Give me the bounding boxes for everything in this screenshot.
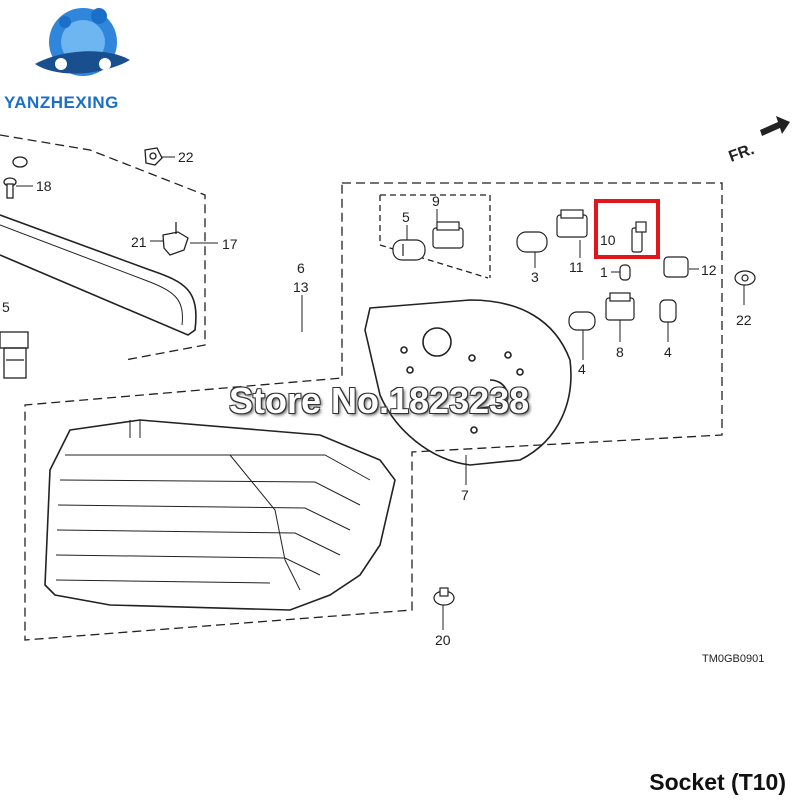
dashed-group-outline-top bbox=[0, 134, 206, 361]
callout-numbers: 22 18 21 17 6 13 5 5 9 3 11 10 1 12 22 4… bbox=[2, 149, 752, 648]
callout-12: 12 bbox=[701, 262, 717, 278]
socket-part-9 bbox=[432, 221, 464, 249]
callout-3: 3 bbox=[531, 269, 539, 285]
nut-part-22-top bbox=[144, 147, 163, 166]
dashed-bulb-box bbox=[380, 194, 491, 278]
brand-logo bbox=[25, 2, 135, 90]
direction-label: FR. bbox=[727, 141, 757, 166]
socket-part-12 bbox=[663, 256, 689, 278]
callout-17: 17 bbox=[222, 236, 238, 252]
washer-left bbox=[12, 156, 28, 168]
bulb-part-3 bbox=[516, 231, 548, 253]
callout-8: 8 bbox=[616, 344, 624, 360]
callout-5-left: 5 bbox=[2, 299, 10, 315]
tail-light-assembly bbox=[44, 419, 396, 611]
screw-part-18 bbox=[3, 177, 17, 199]
callout-7: 7 bbox=[461, 487, 469, 503]
dashed-group-outline-main bbox=[24, 182, 723, 641]
callout-9: 9 bbox=[432, 193, 440, 209]
bulb-part-4-right bbox=[659, 299, 677, 323]
part-caption: Socket (T10) bbox=[649, 769, 786, 795]
highlight-box-part-10 bbox=[594, 199, 660, 259]
socket-part-10 bbox=[631, 221, 647, 253]
nut-part-22-right bbox=[734, 270, 756, 286]
store-watermark: Store No.1823238 bbox=[229, 380, 530, 421]
callout-6: 6 bbox=[297, 260, 305, 276]
dashed-bulb-box-2 bbox=[379, 195, 489, 279]
callout-1: 1 bbox=[600, 264, 608, 280]
socket-part-8 bbox=[605, 292, 635, 321]
callout-13: 13 bbox=[293, 279, 309, 295]
logo-gear-car-icon bbox=[35, 8, 130, 76]
callout-10: 10 bbox=[600, 232, 616, 248]
bulb-part-5 bbox=[392, 239, 426, 261]
bulb-part-1 bbox=[619, 264, 631, 281]
callout-4-right: 4 bbox=[664, 344, 672, 360]
callout-5-bulb: 5 bbox=[402, 209, 410, 225]
gasket-part-7 bbox=[364, 299, 572, 466]
callout-22-right: 22 bbox=[736, 312, 752, 328]
bulb-part-4-left bbox=[568, 311, 596, 331]
front-direction-arrow: FR. bbox=[727, 116, 790, 166]
callout-18: 18 bbox=[36, 178, 52, 194]
socket-part-11 bbox=[556, 209, 588, 238]
callout-20: 20 bbox=[435, 632, 451, 648]
garnish-bar bbox=[0, 214, 197, 336]
callout-11: 11 bbox=[569, 259, 584, 275]
drawing-code: TM0GB0901 bbox=[702, 653, 765, 665]
clip-part-21 bbox=[162, 222, 189, 256]
leader-lines bbox=[16, 156, 745, 630]
brand-name: YANZHEXING bbox=[4, 93, 119, 112]
callout-4-left: 4 bbox=[578, 361, 586, 377]
bracket-part-5-left bbox=[0, 331, 29, 379]
callout-22-top: 22 bbox=[178, 149, 194, 165]
callout-21: 21 bbox=[131, 234, 147, 250]
nut-part-20 bbox=[433, 587, 455, 606]
